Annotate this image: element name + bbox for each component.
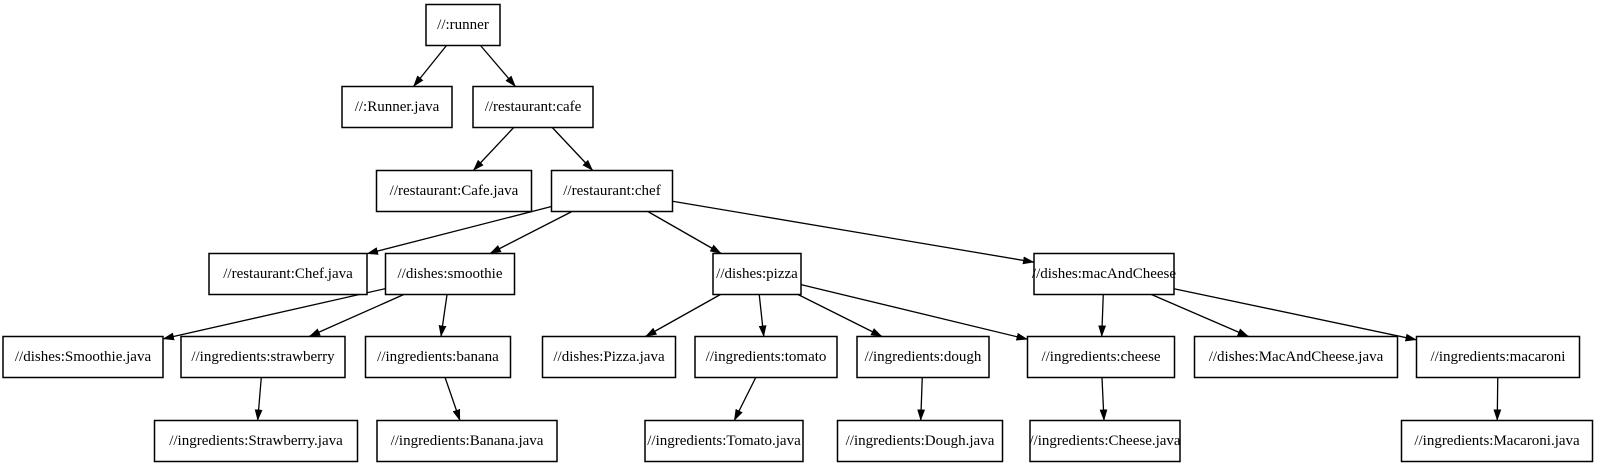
node-box-smoothie xyxy=(384,252,516,296)
graph-node-mac: //dishes:macAndCheese xyxy=(1032,252,1176,296)
node-box-chef_java xyxy=(208,252,368,296)
node-label-banana: //ingredients:banana xyxy=(377,349,499,365)
node-label-chef_java: //restaurant:Chef.java xyxy=(223,266,353,282)
node-box-cafe_java xyxy=(375,169,533,213)
node-label-pizza: //dishes:pizza xyxy=(716,266,798,282)
graph-node-dough_java: //ingredients:Dough.java xyxy=(836,419,1004,463)
node-label-mac: //dishes:macAndCheese xyxy=(1032,266,1176,282)
node-box-runner xyxy=(425,3,501,47)
graph-node-cheese: //ingredients:cheese xyxy=(1026,335,1176,379)
node-label-cafe: //restaurant:cafe xyxy=(485,99,582,115)
node-label-dough: //ingredients:dough xyxy=(865,349,982,365)
graph-node-smoothie_java: //dishes:Smoothie.java xyxy=(2,335,164,379)
node-label-mac_java: //dishes:MacAndCheese.java xyxy=(1209,349,1384,365)
edge-chef-to-pizza xyxy=(647,210,722,255)
graph-node-dough: //ingredients:dough xyxy=(856,335,990,379)
edge-cafe-to-cafe_java xyxy=(472,127,515,171)
edge-smoothie-to-smoothie_java xyxy=(162,287,386,341)
node-box-strawberry xyxy=(180,335,346,379)
graph-node-pizza_java: //dishes:Pizza.java xyxy=(541,335,677,379)
edge-chef-to-smoothie xyxy=(489,210,573,255)
node-label-macaroni: //ingredients:macaroni xyxy=(1431,349,1566,365)
edge-cafe-to-chef xyxy=(551,127,594,171)
edge-runner-to-cafe xyxy=(480,45,516,87)
node-box-cheese_java xyxy=(1029,419,1181,463)
node-label-runner: //:runner xyxy=(437,17,489,33)
graph-node-chef_java: //restaurant:Chef.java xyxy=(208,252,368,296)
edge-smoothie-to-banana xyxy=(438,294,448,337)
node-box-smoothie_java xyxy=(2,335,164,379)
node-box-pizza_java xyxy=(541,335,677,379)
edge-chef-to-mac xyxy=(672,200,1035,265)
edge-mac-to-mac_java xyxy=(1151,293,1250,338)
graph-node-mac_java: //dishes:MacAndCheese.java xyxy=(1193,335,1399,379)
node-label-strawberry_java: //ingredients:Strawberry.java xyxy=(169,433,343,449)
graph-node-banana_java: //ingredients:Banana.java xyxy=(376,419,558,463)
edge-macaroni-to-macaroni_java xyxy=(1493,377,1502,421)
graph-node-runner_java: //:Runner.java xyxy=(341,85,453,129)
graph-node-strawberry: //ingredients:strawberry xyxy=(180,335,346,379)
node-box-cafe xyxy=(472,85,594,129)
node-box-dough xyxy=(856,335,990,379)
graph-node-cheese_java: //ingredients:Cheese.java xyxy=(1029,419,1181,463)
edge-runner-to-runner_java xyxy=(412,45,448,87)
edge-pizza-to-pizza_java xyxy=(645,293,721,338)
graph-node-banana: //ingredients:banana xyxy=(364,335,512,379)
node-label-smoothie_java: //dishes:Smoothie.java xyxy=(15,349,152,365)
node-box-banana xyxy=(364,335,512,379)
edge-chef-to-chef_java xyxy=(366,205,552,255)
edge-banana-to-banana_java xyxy=(444,377,461,421)
graph-node-strawberry_java: //ingredients:Strawberry.java xyxy=(153,419,359,463)
edges-layer xyxy=(162,45,1502,421)
graph-node-cafe: //restaurant:cafe xyxy=(472,85,594,129)
node-box-tomato xyxy=(694,335,838,379)
edge-cheese-to-cheese_java xyxy=(1099,377,1108,421)
node-label-dough_java: //ingredients:Dough.java xyxy=(846,433,995,449)
node-box-mac_java xyxy=(1193,335,1399,379)
node-box-chef xyxy=(550,169,674,213)
graph-node-cafe_java: //restaurant:Cafe.java xyxy=(375,169,533,213)
node-box-macaroni xyxy=(1415,335,1581,379)
node-box-cheese xyxy=(1026,335,1176,379)
edge-mac-to-cheese xyxy=(1098,294,1107,337)
edge-mac-to-macaroni xyxy=(1173,288,1417,342)
node-box-strawberry_java xyxy=(153,419,359,463)
node-label-smoothie: //dishes:smoothie xyxy=(398,266,503,282)
edge-strawberry-to-strawberry_java xyxy=(254,377,263,421)
node-label-cheese_java: //ingredients:Cheese.java xyxy=(1029,433,1181,449)
node-label-tomato_java: //ingredients:Tomato.java xyxy=(647,433,801,449)
graph-node-chef: //restaurant:chef xyxy=(550,169,674,213)
graph-node-tomato_java: //ingredients:Tomato.java xyxy=(644,419,804,463)
node-label-cafe_java: //restaurant:Cafe.java xyxy=(390,183,519,199)
node-box-dough_java xyxy=(836,419,1004,463)
graph-node-tomato: //ingredients:tomato xyxy=(694,335,838,379)
graph-node-macaroni: //ingredients:macaroni xyxy=(1415,335,1581,379)
graph-node-smoothie: //dishes:smoothie xyxy=(384,252,516,296)
nodes-layer: //:runner //:Runner.java //restaurant:cafe… xyxy=(2,3,1594,463)
node-label-banana_java: //ingredients:Banana.java xyxy=(391,433,544,449)
edge-tomato-to-tomato_java xyxy=(733,377,757,421)
graph-node-pizza: //dishes:pizza xyxy=(712,252,802,296)
edge-dough-to-dough_java xyxy=(917,377,926,421)
graph-node-macaroni_java: //ingredients:Macaroni.java xyxy=(1400,419,1594,463)
graph-node-runner: //:runner xyxy=(425,3,501,47)
node-label-tomato: //ingredients:tomato xyxy=(706,349,827,365)
edge-smoothie-to-strawberry xyxy=(308,293,405,338)
node-box-macaroni_java xyxy=(1400,419,1594,463)
edge-pizza-to-dough xyxy=(797,293,883,338)
node-label-strawberry: //ingredients:strawberry xyxy=(191,349,335,365)
node-label-cheese: //ingredients:cheese xyxy=(1041,349,1160,365)
node-label-macaroni_java: //ingredients:Macaroni.java xyxy=(1414,433,1580,449)
node-box-tomato_java xyxy=(644,419,804,463)
node-box-banana_java xyxy=(376,419,558,463)
node-label-runner_java: //:Runner.java xyxy=(355,99,440,115)
edge-pizza-to-cheese xyxy=(800,283,1028,341)
node-label-pizza_java: //dishes:Pizza.java xyxy=(553,349,665,365)
edge-pizza-to-tomato xyxy=(758,294,767,337)
node-box-mac xyxy=(1033,252,1175,296)
node-box-runner_java xyxy=(341,85,453,129)
node-box-pizza xyxy=(712,252,802,296)
node-label-chef: //restaurant:chef xyxy=(563,183,660,199)
